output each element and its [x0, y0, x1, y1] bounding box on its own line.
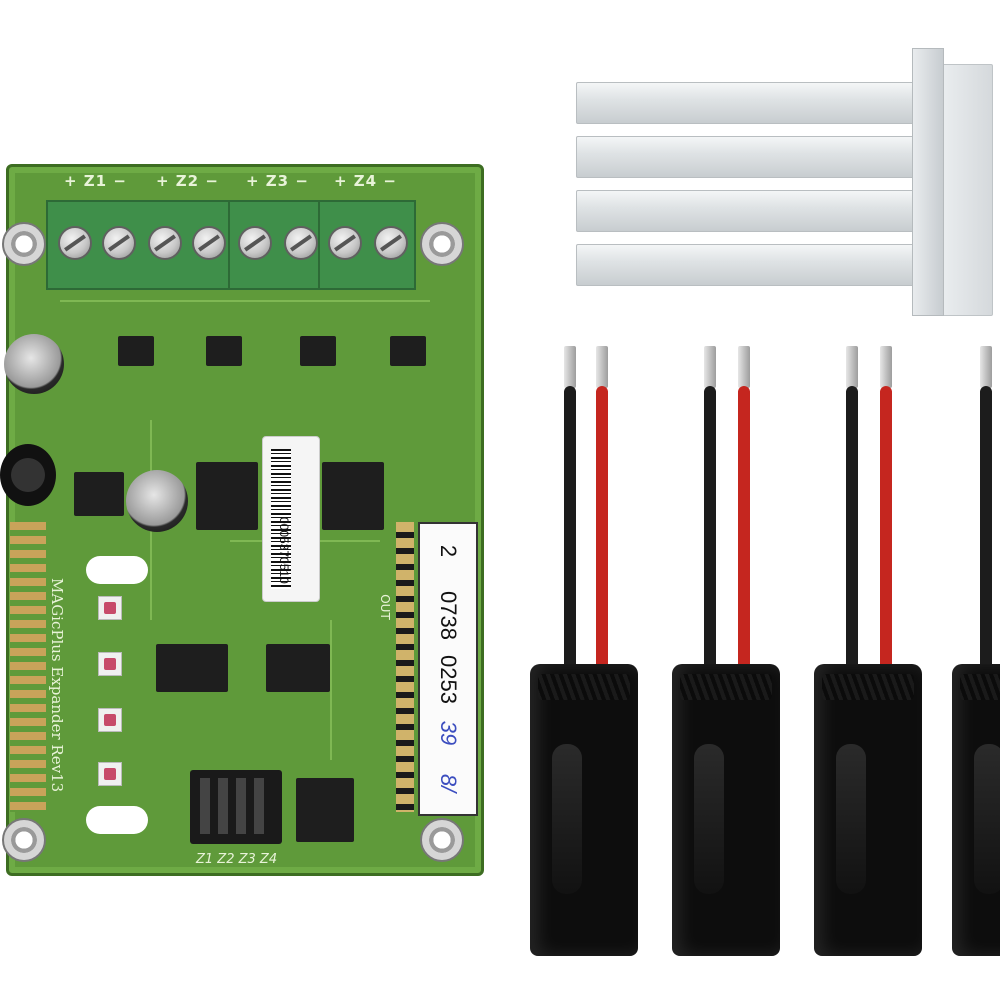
screw-icon — [192, 226, 226, 260]
mounting-hole — [420, 818, 464, 862]
bottom-label: Z1 Z2 Z3 Z4 — [196, 852, 278, 867]
wire-tip — [846, 346, 858, 388]
zone-label-z2: + Z2 − — [156, 172, 219, 190]
comb-bar — [912, 48, 944, 316]
wire-tip — [880, 346, 892, 388]
terminal-divider — [228, 202, 320, 288]
transistor-chip — [385, 336, 431, 366]
mounting-hole — [420, 222, 464, 266]
zone-label-z1: + Z1 − — [64, 172, 127, 190]
transistor-chip — [113, 336, 159, 366]
screw-icon — [374, 226, 408, 260]
barcode-number: 0005370510 — [277, 517, 291, 584]
serial-line: 0738 — [436, 591, 461, 640]
transistor-chip — [295, 336, 341, 366]
screw-icon — [58, 226, 92, 260]
wire-tip — [738, 346, 750, 388]
comb-tine — [576, 190, 923, 232]
screw-icon — [328, 226, 362, 260]
plastic-comb — [576, 48, 996, 318]
potted-module — [952, 664, 1000, 956]
led — [98, 708, 122, 732]
ic-chip — [191, 462, 263, 530]
board-slot — [86, 556, 148, 584]
comb-tine — [576, 136, 923, 178]
regulator-chip — [69, 472, 129, 516]
pin-strip — [396, 522, 414, 812]
barcode — [271, 449, 291, 589]
red-wire — [880, 386, 892, 676]
zone-connector — [190, 770, 282, 844]
potted-module — [814, 664, 922, 956]
led — [98, 596, 122, 620]
trace — [60, 300, 430, 302]
capacitor — [126, 470, 188, 532]
capacitor — [4, 334, 64, 394]
ic-chip — [151, 644, 233, 692]
wire-tip — [564, 346, 576, 388]
sensor-module — [672, 340, 784, 970]
sensor-module — [814, 340, 926, 970]
wire-tip — [704, 346, 716, 388]
board-name: MAGicPlus Expander Rev13 — [48, 578, 66, 793]
led — [98, 762, 122, 786]
black-wire — [980, 386, 992, 676]
comb-tine — [576, 244, 923, 286]
inductor — [0, 444, 56, 506]
side-label: OUT — [377, 594, 392, 620]
wire-tip — [596, 346, 608, 388]
serial-handwritten: 8/ — [436, 773, 461, 793]
black-wire — [704, 386, 716, 676]
ic-chip — [317, 462, 389, 530]
red-wire — [738, 386, 750, 676]
comb-tine — [576, 82, 923, 124]
pin-header — [10, 522, 46, 812]
black-wire — [564, 386, 576, 676]
ic-chip — [261, 644, 335, 692]
screw-icon — [148, 226, 182, 260]
trace — [330, 620, 332, 760]
ic-chip — [291, 778, 359, 842]
wire-tip — [980, 346, 992, 388]
zone-label-z3: + Z3 − — [246, 172, 309, 190]
potted-module — [672, 664, 780, 956]
sensor-module — [950, 340, 1000, 970]
terminal-divider — [138, 202, 230, 288]
zone-label-z4: + Z4 − — [334, 172, 397, 190]
board-slot — [86, 806, 148, 834]
sensor-module — [530, 340, 642, 970]
black-wire — [846, 386, 858, 676]
serial-line: 0253 — [436, 655, 461, 704]
screw-icon — [102, 226, 136, 260]
red-wire — [596, 386, 608, 676]
mounting-hole — [2, 818, 46, 862]
serial-handwritten: 39 — [436, 720, 461, 746]
screw-icon — [238, 226, 272, 260]
serial-line: 2 — [436, 544, 461, 558]
transistor-chip — [201, 336, 247, 366]
serial-label: 2 0738 0253 39 8/ — [418, 522, 478, 816]
led — [98, 652, 122, 676]
barcode-label: 0005370510 — [262, 436, 320, 602]
screw-icon — [284, 226, 318, 260]
mounting-hole — [2, 222, 46, 266]
potted-module — [530, 664, 638, 956]
